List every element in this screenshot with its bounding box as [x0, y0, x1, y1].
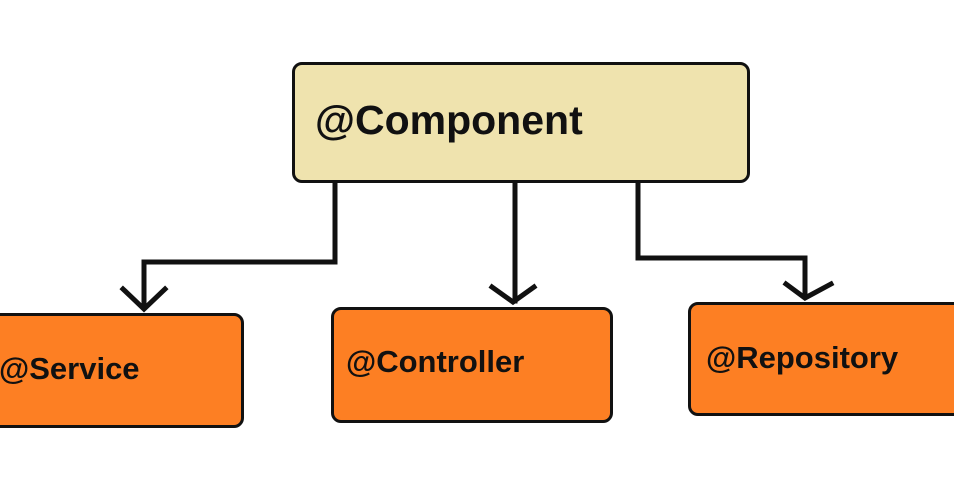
repository-node: @Repository: [688, 302, 954, 416]
controller-node: @Controller: [331, 307, 613, 423]
controller-node-label: @Controller: [346, 344, 525, 379]
repository-node-label: @Repository: [706, 340, 899, 375]
arrowhead-controller: [488, 283, 538, 306]
arrow-to-service: [141, 180, 338, 310]
component-node: @Component: [292, 62, 750, 183]
service-node-label: @Service: [0, 350, 140, 386]
arrowhead-repository: [782, 280, 835, 301]
service-node: @Service: [0, 313, 244, 428]
component-node-label: @Component: [315, 97, 583, 143]
arrow-to-repository: [635, 180, 808, 299]
arrowhead-service: [119, 285, 169, 313]
